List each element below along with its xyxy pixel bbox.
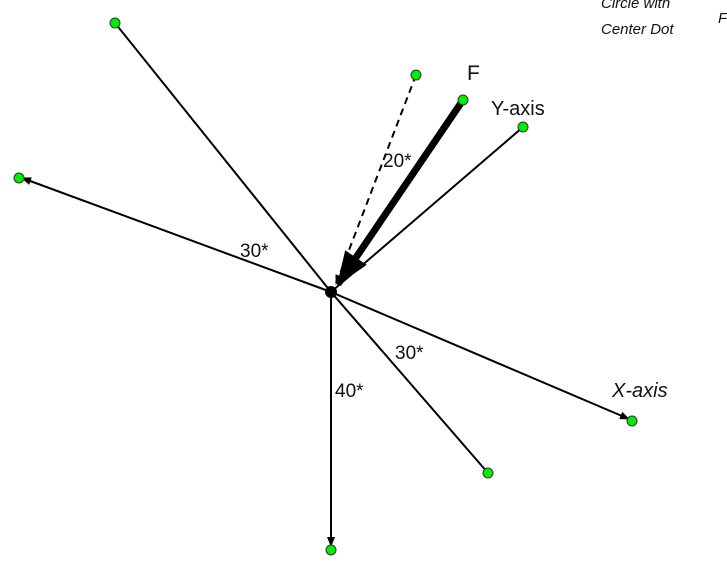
- legend-cut-label: F: [718, 10, 727, 27]
- label-x-axis: X-axis: [611, 380, 668, 402]
- label-y-axis: Y-axis: [491, 98, 545, 120]
- handle-lower-right[interactable]: [482, 467, 494, 479]
- handle-y-axis[interactable]: [517, 121, 529, 133]
- handle-dashed[interactable]: [410, 69, 422, 81]
- handle-x-axis[interactable]: [626, 415, 638, 427]
- handle-bottom[interactable]: [325, 544, 337, 556]
- handle-upper-left[interactable]: [109, 17, 121, 29]
- label-angle-30-right: 30*: [395, 343, 424, 364]
- label-angle-40: 40*: [335, 381, 364, 402]
- legend-center-dot: Center Dot: [601, 21, 674, 38]
- center-dot[interactable]: [325, 286, 337, 298]
- label-force: F: [467, 62, 480, 85]
- line-lower-right[interactable]: [330, 291, 489, 474]
- line-left-arrow[interactable]: [21, 177, 332, 293]
- line-upper-left[interactable]: [114, 22, 332, 293]
- label-angle-20: 20*: [383, 151, 412, 172]
- legend-circle-with: Circle with: [601, 0, 670, 12]
- x-axis-line[interactable]: [330, 291, 630, 420]
- label-angle-30-left: 30*: [240, 241, 269, 262]
- force-vector-f[interactable]: [335, 98, 466, 286]
- dashed-component-line[interactable]: [335, 74, 417, 285]
- handle-left[interactable]: [13, 172, 25, 184]
- y-axis-line[interactable]: [330, 126, 524, 293]
- handle-force[interactable]: [457, 94, 469, 106]
